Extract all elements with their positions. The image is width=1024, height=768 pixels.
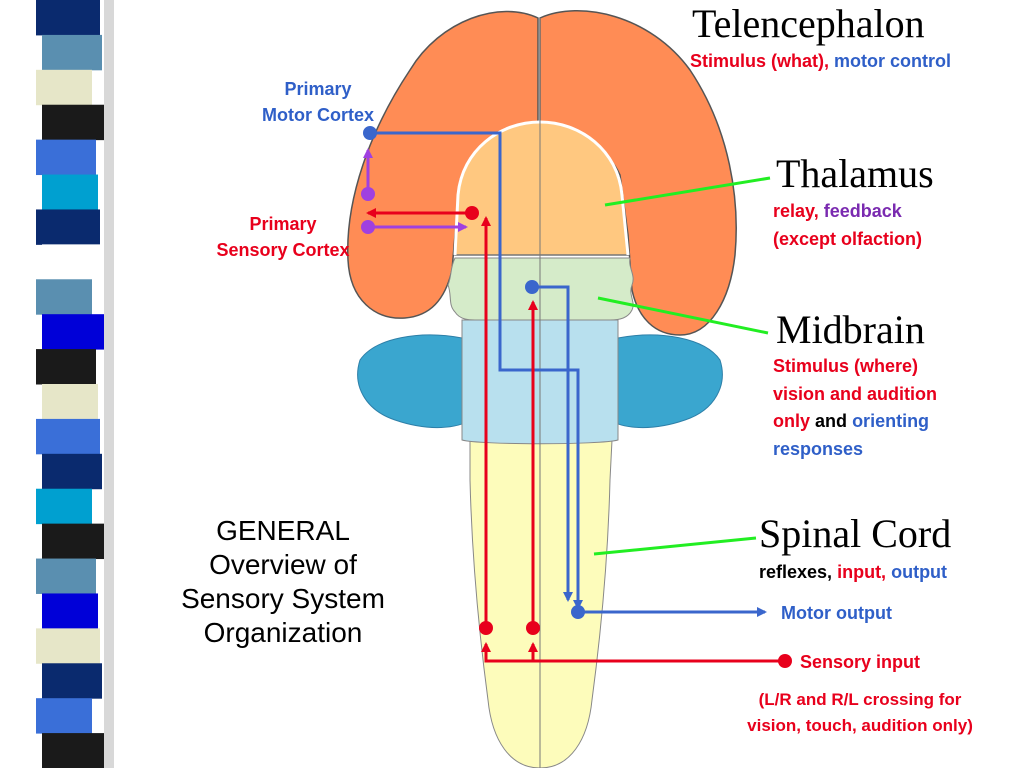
spinal-sensory-node-left [479, 621, 493, 635]
side-strip-block [42, 733, 106, 768]
primary-motor-cortex-line1: Primary [284, 79, 352, 99]
side-strip-block [36, 69, 92, 106]
thalamus-line1: relay, feedback [773, 201, 902, 222]
sensory-input-node [778, 654, 792, 668]
midbrain-leader-line [597, 296, 769, 335]
spinal-cord-input: input, [837, 562, 887, 582]
overview-title-line3: Sensory System [181, 583, 385, 614]
primary-motor-cortex-label: Primary Motor Cortex [238, 76, 398, 128]
crossing-note: (L/R and R/L crossing for vision, touch,… [720, 687, 1000, 739]
midbrain-only: only [773, 411, 811, 431]
side-strip-block [42, 384, 98, 420]
thalamus-feedback: feedback [823, 201, 902, 221]
midbrain-line2: vision and audition [773, 384, 938, 404]
spinal-motor-node [571, 605, 585, 619]
primary-sensory-cortex-line2: Sensory Cortex [216, 240, 350, 260]
crossing-note-line2: vision, touch, audition only) [747, 716, 973, 735]
midbrain-motor-node [525, 280, 539, 294]
spinal-cord-reflexes: reflexes, [759, 562, 833, 582]
midbrain-shape [447, 257, 634, 321]
motor-output-label: Motor output [781, 603, 892, 623]
spinal-cord-leader-line [593, 536, 757, 556]
overview-title-line1: GENERAL [216, 515, 350, 546]
feedback-node-upper [361, 187, 375, 201]
spinal-cord-output: output [891, 562, 948, 582]
side-strip-block [42, 663, 102, 699]
side-strip-block [36, 488, 92, 525]
side-strip-block [36, 418, 100, 455]
crossing-note-line1: (L/R and R/L crossing for [758, 690, 962, 709]
midbrain-and: and [815, 411, 848, 431]
side-strip-block [42, 174, 98, 210]
motor-pathway-cortex [370, 131, 583, 610]
side-strip-block [36, 628, 100, 664]
side-strip-block [36, 209, 100, 245]
sensory-input-label: Sensory input [800, 652, 921, 672]
thalamus-sensory-node [465, 206, 479, 220]
spinal-cord-title: Spinal Cord [759, 511, 952, 556]
thalamus-line2: (except olfaction) [773, 229, 923, 249]
midbrain-line4: responses [773, 439, 864, 459]
cerebellum-left [357, 334, 471, 429]
side-strip-block [36, 0, 100, 36]
telencephalon-title: Telencephalon [692, 1, 925, 46]
side-strip-block [36, 558, 96, 594]
overview-title-line4: Organization [203, 617, 363, 648]
sensory-input-line [481, 642, 785, 663]
spinal-cord-subtitle: reflexes, input, output [759, 562, 947, 583]
telencephalon-subtitle: Stimulus (what), motor control [690, 51, 951, 72]
motor-cortex-node [363, 126, 377, 140]
midbrain-orienting: orienting [852, 411, 930, 431]
midbrain-title: Midbrain [776, 307, 925, 352]
side-strip-block [42, 244, 102, 280]
side-strip-block [36, 349, 96, 385]
primary-sensory-cortex-line1: Primary [249, 214, 317, 234]
cerebellum-right [609, 334, 723, 429]
side-strip-block [36, 698, 92, 734]
side-strip-block [42, 453, 102, 490]
primary-sensory-cortex-label: Primary Sensory Cortex [193, 211, 373, 263]
telencephalon-motor-control: motor control [834, 51, 952, 71]
overview-title-line2: Overview of [209, 549, 357, 580]
thalamus-title: Thalamus [776, 151, 934, 196]
spinal-sensory-node-right [526, 621, 540, 635]
motor-pathway-midbrain [532, 285, 573, 602]
side-strip-block [42, 34, 102, 71]
side-strip-block [42, 314, 106, 350]
spinal-cord-shape [469, 439, 613, 768]
thalamus-relay: relay, [773, 201, 819, 221]
midbrain-line1: Stimulus (where) [773, 356, 919, 376]
side-strip-block [36, 139, 96, 176]
thalamus-leader-line [604, 176, 771, 207]
decorative-side-strip [36, 0, 114, 768]
side-strip-shadow [104, 0, 114, 768]
primary-motor-cortex-line2: Motor Cortex [262, 105, 374, 125]
side-strip-block [42, 593, 98, 629]
side-strip-block [36, 279, 92, 315]
side-strip-block [42, 104, 106, 141]
side-strip-block [42, 523, 106, 560]
telencephalon-stimulus: Stimulus (what), [690, 51, 829, 71]
overview-title: GENERAL Overview of Sensory System Organ… [148, 514, 418, 650]
midbrain-line3: only and orienting [773, 411, 929, 432]
feedback-node-lower [361, 220, 375, 234]
